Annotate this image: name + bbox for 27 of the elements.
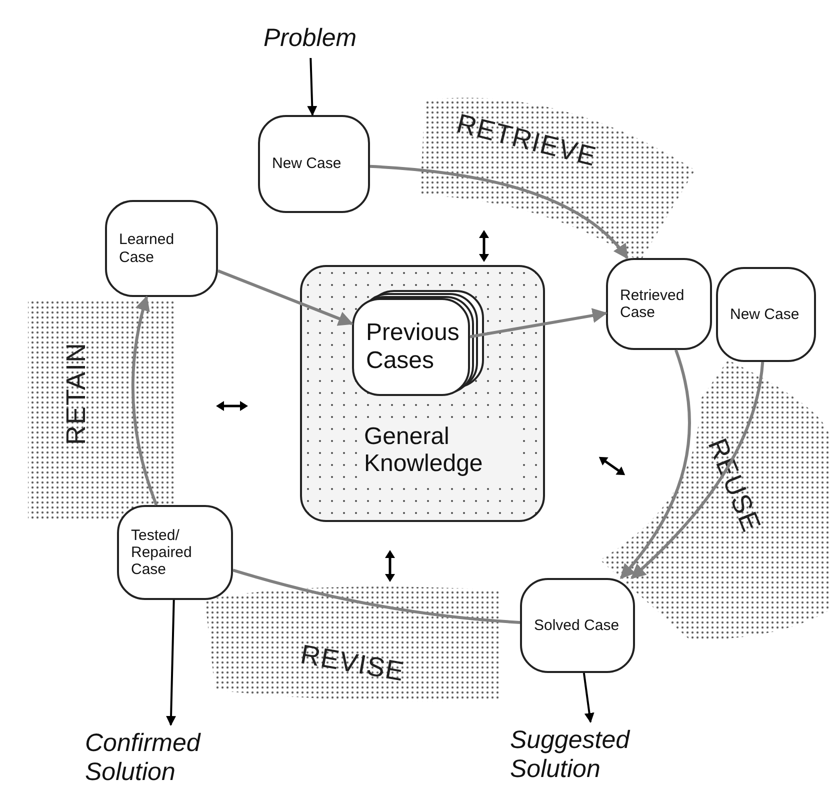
case-card [352, 298, 470, 396]
case-label: New Case [272, 155, 342, 173]
case-box [520, 578, 635, 673]
arrow [630, 362, 764, 580]
case-box [716, 267, 816, 362]
phase-label: REVISE [298, 639, 407, 688]
case-box [117, 505, 233, 600]
case-label: Previous Cases [366, 319, 460, 375]
knowledge-box [300, 265, 545, 522]
case-label: Learned Case [119, 231, 176, 266]
phase-label: RETAIN [61, 342, 92, 445]
io-text: Suggested Solution [510, 726, 632, 784]
case-label: Retrieved Case [620, 286, 686, 322]
case-box [105, 200, 218, 297]
case-label: Solved Case [534, 616, 620, 634]
case-box [258, 115, 370, 213]
arrow [370, 164, 628, 260]
arrow [307, 58, 318, 116]
case-label: Tested/ Repaired Case [131, 526, 193, 578]
case-box [606, 258, 712, 350]
arrow [166, 600, 176, 726]
arrow [620, 350, 691, 580]
io-text: Problem [263, 24, 357, 52]
case-label: New Case [730, 306, 800, 324]
arrow [217, 269, 354, 326]
io-text: Confirmed Solution [85, 729, 202, 787]
arrow [582, 672, 594, 723]
